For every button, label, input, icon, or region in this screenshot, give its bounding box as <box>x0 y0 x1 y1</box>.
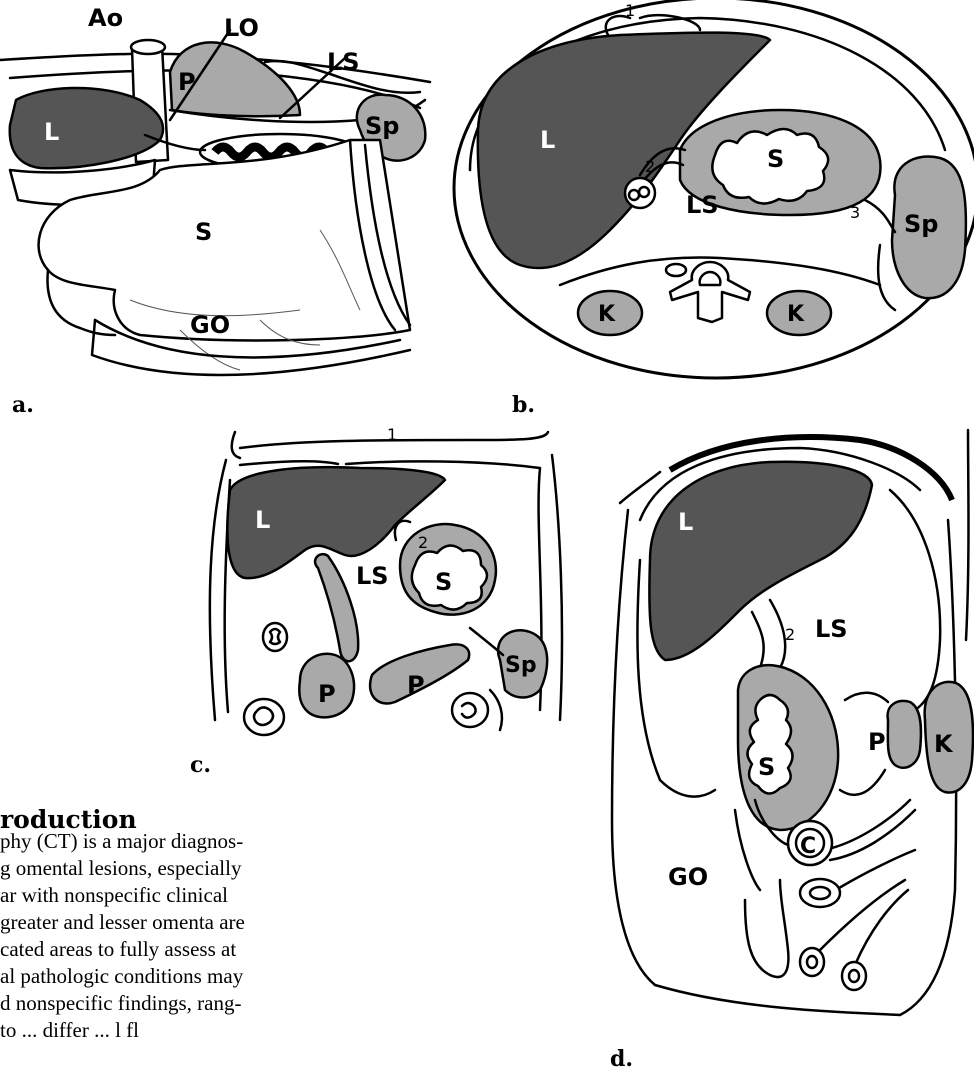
panel-c-wall-right <box>552 455 562 720</box>
body-line: al pathologic conditions may <box>0 964 243 989</box>
panel-c-wall-top-left <box>232 432 240 458</box>
panel-d-greater-omentum <box>745 880 788 977</box>
body-line: phy (CT) is a major diagnos- <box>0 829 243 854</box>
panel-c-retro-line <box>490 690 502 730</box>
panel-d-inner-right <box>890 490 940 710</box>
body-line: ar with nonspecific clinical <box>0 883 228 908</box>
panel-a-label-ao: Ao <box>88 4 123 32</box>
panel-a-label-sp: Sp <box>365 112 399 140</box>
panel-a-label-s: S <box>195 218 212 246</box>
panel-c-caudate <box>315 554 358 661</box>
panel-a: Ao LO LS P L Sp S GO a. <box>0 4 430 418</box>
panel-b-vertebral-canal <box>700 272 721 285</box>
panel-c-bowel-right <box>452 693 488 727</box>
panel-d-rib-left <box>620 472 660 503</box>
panel-b-label-s: S <box>767 145 784 173</box>
body-line: cated areas to fully assess at <box>0 937 236 962</box>
panel-d-pancreas <box>888 701 921 768</box>
panel-d-label-go: GO <box>668 863 708 891</box>
panel-d-label-l: L <box>678 508 693 536</box>
panel-d-label-c: C <box>800 834 816 859</box>
panel-b-label-k-right: K <box>787 302 805 327</box>
panel-c-wall-left <box>210 460 226 720</box>
panel-c-bowel-left <box>244 699 284 735</box>
panel-c: L LS S Sp P P 1 2 c. <box>190 425 562 778</box>
panel-b-caption: b. <box>512 392 535 418</box>
panel-b-label-1: 1 <box>625 1 635 20</box>
panel-a-label-ls: LS <box>327 48 360 76</box>
panel-d-label-ls: LS <box>815 615 848 643</box>
panel-c-label-sp: Sp <box>505 653 537 678</box>
panel-c-label-l: L <box>255 506 270 534</box>
panel-d-ligament-1 <box>845 693 888 702</box>
panel-c-label-p-right: P <box>407 671 425 699</box>
panel-c-label-p-left: P <box>318 680 336 708</box>
panel-c-label-2: 2 <box>418 533 428 552</box>
body-line: g omental lesions, especially <box>0 856 241 881</box>
panel-d-bottom <box>655 985 900 1015</box>
panel-c-inner-left <box>240 461 338 465</box>
panel-c-label-ls: LS <box>356 562 389 590</box>
body-line: to ... differ ... l fl <box>0 1018 139 1043</box>
panel-d-bowel-loop-2 <box>800 948 824 976</box>
panel-d-lesser-omentum-2 <box>752 612 764 668</box>
panel-c-label-1: 1 <box>387 425 397 444</box>
panel-b: L S LS Sp K K 1 2 3 b. <box>454 0 974 418</box>
panel-c-vessel-1 <box>263 623 287 651</box>
panel-d: L LS S P K C GO 2 d. <box>610 430 973 1072</box>
panel-b-gastrosplenic-ligament <box>865 200 895 232</box>
panel-b-label-3: 3 <box>850 203 860 222</box>
panel-d-lesser-omentum <box>770 600 785 668</box>
body-line: greater and lesser omenta are <box>0 910 245 935</box>
panel-a-label-p: P <box>178 68 196 96</box>
panel-c-lesser-omentum <box>395 521 410 540</box>
panel-d-bowel-loop-1 <box>800 879 840 907</box>
body-line: d nonspecific findings, rang- <box>0 991 241 1016</box>
panel-d-label-2: 2 <box>785 625 795 644</box>
panel-c-label-s: S <box>435 568 452 596</box>
panel-d-ligament-2 <box>840 770 885 795</box>
panel-d-label-s: S <box>758 753 775 781</box>
panel-b-label-sp: Sp <box>904 210 938 238</box>
panel-d-mesentery-2 <box>830 810 915 860</box>
panel-c-caption: c. <box>190 752 211 778</box>
panel-a-label-go: GO <box>190 311 230 339</box>
panel-b-label-ls: LS <box>686 191 719 219</box>
panel-d-caption: d. <box>610 1046 633 1072</box>
panel-d-omentum-line-2 <box>735 810 760 890</box>
panel-c-splenic-ligament <box>470 628 503 655</box>
panel-a-label-l: L <box>44 118 59 146</box>
panel-a-aorta-top <box>131 40 165 54</box>
panel-d-wall-right <box>966 430 969 640</box>
panel-b-label-2: 2 <box>645 157 655 176</box>
panel-d-label-p: P <box>868 728 886 756</box>
panel-a-caption: a. <box>12 392 34 418</box>
panel-b-label-l: L <box>540 126 555 154</box>
panel-a-label-lo: LO <box>224 14 259 42</box>
panel-d-bowel-loop-3 <box>842 962 866 990</box>
panel-d-bowel-line-3 <box>855 890 908 965</box>
panel-d-label-k: K <box>934 730 954 758</box>
panel-b-label-k-left: K <box>598 302 616 327</box>
panel-b-aorta <box>666 264 686 276</box>
